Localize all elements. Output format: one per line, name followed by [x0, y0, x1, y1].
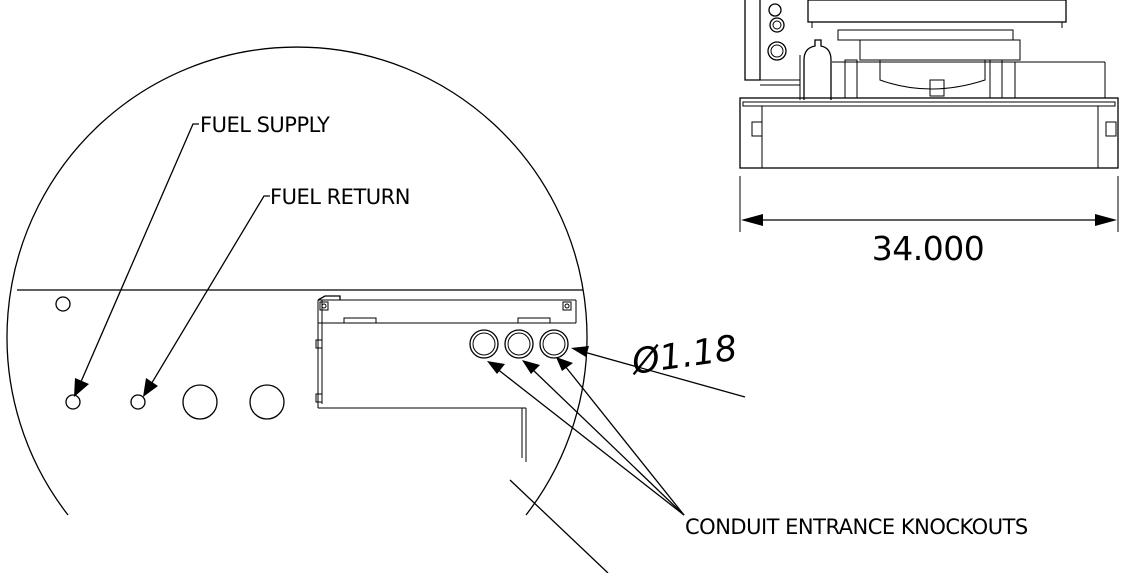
knockout-2: [504, 329, 534, 359]
diameter-callout: Ø1.18: [571, 329, 746, 398]
panel-button-2: [769, 17, 785, 33]
knockout-3: [539, 329, 569, 359]
detail-view: [6, 46, 609, 573]
equipment-front-view: [739, 0, 1119, 169]
panel-button-1: [768, 3, 782, 17]
frame-diagonal: [509, 479, 609, 573]
large-hole-2: [249, 384, 285, 420]
conduit-box: [315, 295, 577, 462]
detail-circle: [6, 46, 588, 516]
knockout-1: [469, 329, 499, 359]
small-hole-top: [55, 296, 71, 312]
fuel-supply-hole: [65, 394, 81, 410]
fuel-return-label: FUEL RETURN: [270, 185, 410, 209]
fuel-return-callout: FUEL RETURN: [143, 185, 410, 397]
diameter-dimension: Ø1.18: [628, 329, 740, 384]
fuel-supply-label: FUEL SUPPLY: [200, 113, 330, 137]
fuel-return-hole: [130, 394, 146, 410]
width-dimension-value: 34.000: [872, 229, 984, 268]
conduit-knockouts: [469, 329, 569, 359]
base-frame: [739, 97, 1119, 169]
width-dimension-line: 34.000: [739, 176, 1119, 268]
fuel-supply-callout: FUEL SUPPLY: [74, 113, 331, 397]
panel-button-3: [767, 41, 787, 61]
conduit-knockouts-label: CONDUIT ENTRANCE KNOCKOUTS: [685, 515, 1028, 539]
conduit-callout: CONDUIT ENTRANCE KNOCKOUTS: [487, 357, 1028, 539]
large-hole-1: [182, 384, 218, 420]
